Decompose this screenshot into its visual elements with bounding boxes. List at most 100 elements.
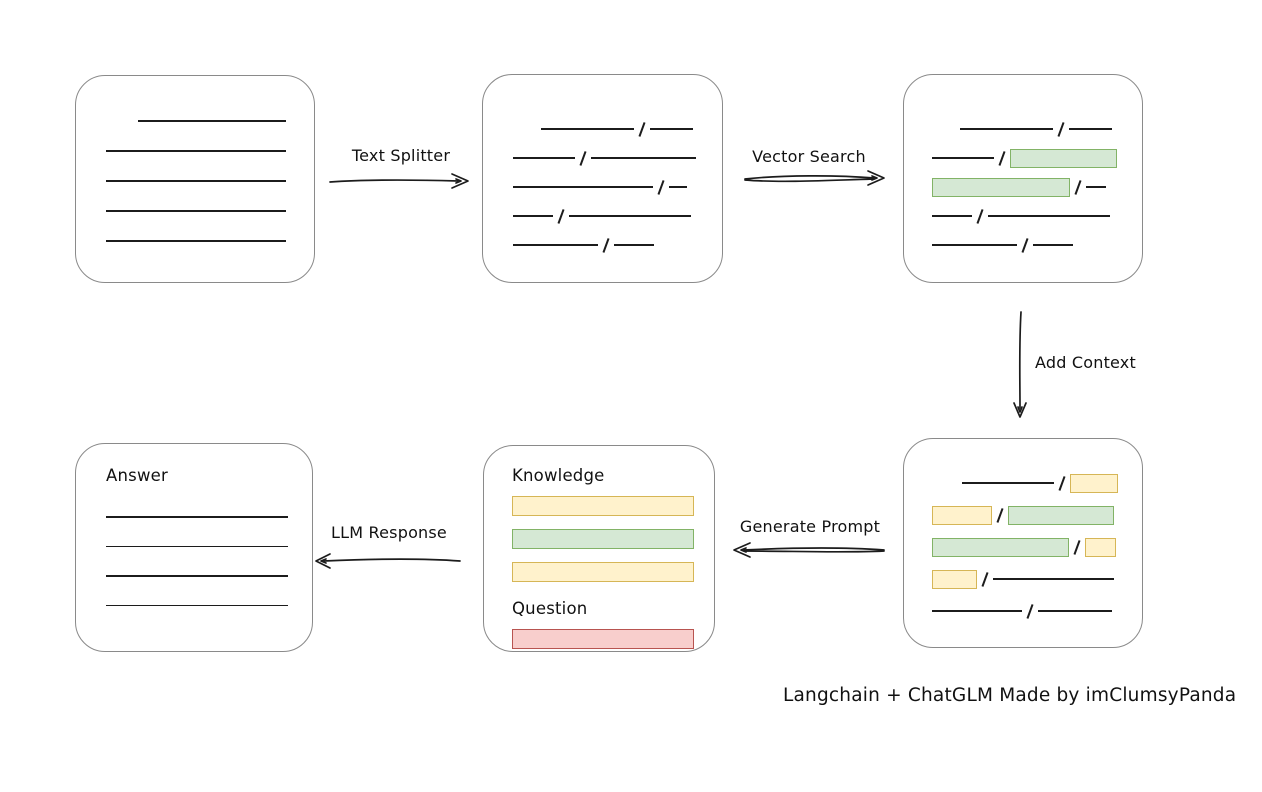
text-line [1069, 128, 1113, 130]
text-line-row [106, 545, 312, 548]
indent-spacer [932, 129, 960, 130]
yellow-bar [512, 562, 694, 582]
text-splitter-label: Text Splitter [351, 146, 451, 165]
knowledge-label: Knowledge [512, 466, 605, 485]
text-line [569, 215, 692, 217]
text-line [1086, 186, 1107, 188]
chunk-row [932, 235, 1142, 255]
slash-separator [1073, 539, 1081, 555]
document-lines [76, 76, 314, 242]
text-line [591, 157, 697, 159]
knowledge-bars [512, 496, 714, 582]
text-line [650, 128, 694, 130]
text-line [1033, 244, 1074, 246]
text-line [106, 210, 286, 212]
text-line-row [106, 210, 314, 212]
chunk-row [932, 148, 1142, 168]
text-line-row [106, 180, 314, 182]
green-highlight-chip [1008, 505, 1115, 525]
context-chunks-box [903, 438, 1143, 648]
text-splitter-arrow [329, 173, 469, 189]
slash-separator [1026, 603, 1034, 619]
slash-separator [602, 237, 610, 253]
context-chunk-rows [904, 439, 1142, 621]
chunk-row [932, 177, 1142, 197]
generate-prompt-label: Generate Prompt [739, 517, 881, 536]
answer-lines [106, 516, 312, 607]
text-line [960, 128, 1053, 130]
green-highlight-chip [932, 177, 1070, 197]
chunk-row [513, 177, 722, 197]
text-line [106, 180, 286, 182]
yellow-highlight-chip [1070, 473, 1119, 493]
slash-separator [557, 208, 565, 224]
text-line [513, 215, 553, 217]
chunk-row [513, 235, 722, 255]
add-context-arrow [1013, 311, 1027, 418]
text-line [106, 516, 288, 518]
text-line [932, 215, 972, 217]
matched-chunks-box [903, 74, 1143, 283]
chunk-row [932, 119, 1142, 139]
vector-search-arrow [744, 170, 885, 186]
text-line [541, 128, 634, 130]
text-line [106, 575, 288, 577]
chunk-row [932, 601, 1142, 621]
green-highlight-chip [932, 537, 1069, 557]
caption: Langchain + ChatGLM Made by imClumsyPand… [783, 685, 1237, 706]
yellow-highlight-chip [932, 505, 992, 525]
text-line [669, 186, 688, 188]
text-line [932, 157, 994, 159]
chunk-row [513, 148, 722, 168]
slash-separator [998, 150, 1006, 166]
text-line [106, 150, 286, 152]
slash-separator [976, 208, 984, 224]
indent-spacer [106, 121, 138, 122]
source-document-box [75, 75, 315, 283]
split-chunks-box [482, 74, 723, 283]
indent-spacer [932, 483, 962, 484]
llm-response-label: LLM Response [331, 523, 447, 542]
indent-spacer [513, 129, 541, 130]
text-line [993, 578, 1115, 580]
text-line [106, 545, 288, 548]
text-line-row [106, 150, 314, 152]
green-highlight-chip [1010, 148, 1118, 168]
text-line [513, 186, 653, 188]
question-bars [512, 629, 714, 649]
text-line-row [106, 604, 312, 607]
slash-separator [1057, 121, 1065, 137]
chunk-row [932, 473, 1142, 493]
yellow-highlight-chip [932, 569, 977, 589]
slash-separator [981, 571, 989, 587]
text-line-row [106, 240, 314, 242]
yellow-bar [512, 496, 694, 516]
chunk-row [513, 119, 722, 139]
slash-separator [657, 179, 665, 195]
text-line [513, 244, 598, 246]
slash-separator [996, 507, 1004, 523]
matched-chunk-rows [904, 75, 1142, 255]
text-line-row [106, 516, 312, 518]
slash-separator [579, 150, 587, 166]
text-line [962, 482, 1054, 484]
text-line [106, 240, 286, 242]
chunk-row [513, 206, 722, 226]
slash-separator [1074, 179, 1082, 195]
text-line-row [106, 120, 314, 122]
text-line [138, 120, 286, 122]
generate-prompt-arrow [733, 542, 885, 558]
answer-box: Answer [75, 443, 313, 652]
text-line-row [106, 575, 312, 577]
vector-search-label: Vector Search [752, 147, 866, 166]
answer-label: Answer [106, 466, 168, 485]
chunk-row [932, 206, 1142, 226]
slash-separator [1021, 237, 1029, 253]
text-line [1038, 610, 1113, 612]
text-line [106, 604, 288, 607]
question-label: Question [512, 599, 588, 618]
chunk-row [932, 537, 1142, 557]
chunk-row [932, 569, 1142, 589]
chunk-row [932, 505, 1142, 525]
